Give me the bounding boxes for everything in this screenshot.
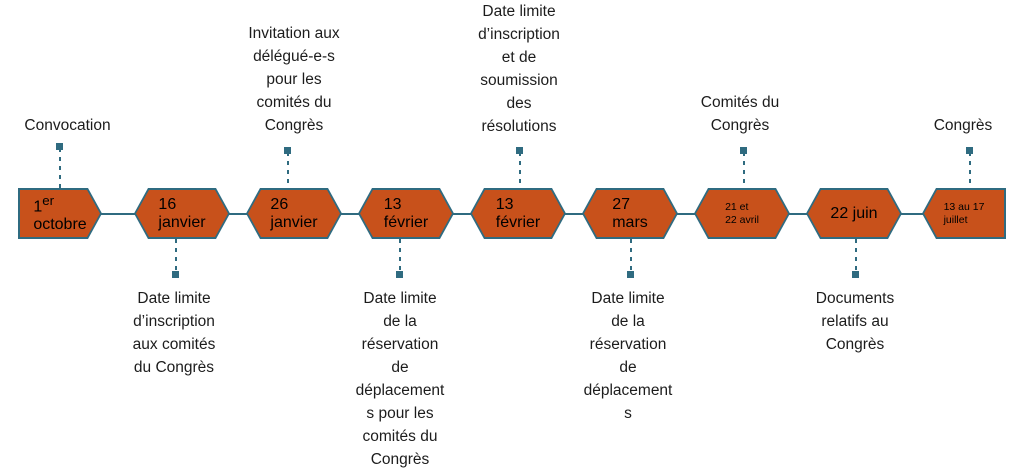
connector-cap-invitation-delegues [284,147,291,154]
connector-cap-comites-du-congres [740,147,747,154]
connector-cap-reservation-deplacements [627,271,634,278]
connector-line-comites-du-congres [743,152,745,190]
connector-cap-documents-relatifs [852,271,859,278]
caption-invitation-delegues: Invitation aux délégué-e-s pour les comi… [248,25,340,134]
caption-comites-du-congres: Comités du Congrès [700,94,780,134]
caption-reservation-deplacements: Date limite de la réservation de déplace… [583,290,673,422]
caption-congres: Congrès [933,117,993,134]
connector-cap-reservation-deplacements-comites [396,271,403,278]
connector-line-convocation [59,148,61,190]
connector-line-inscription-resolutions [519,152,521,190]
connector-line-reservation-deplacements-comites [399,239,401,275]
connector-cap-inscription-comites [172,271,179,278]
milestone-node-documents-relatifs[interactable]: 22 juin [806,188,902,239]
caption-inscription-comites: Date limite d’inscription aux comités du… [132,290,216,376]
connector-line-congres [969,152,971,190]
connector-line-reservation-deplacements [630,239,632,275]
caption-reservation-deplacements-comites: Date limite de la réservation de déplace… [355,290,445,468]
connector-cap-convocation [56,143,63,150]
ordinal-suffix: er [42,192,55,208]
caption-documents-relatifs: Documents relatifs au Congrès [815,290,895,353]
connector-line-inscription-comites [175,239,177,275]
caption-convocation: Convocation [24,117,111,134]
node-date-documents-relatifs: 22 juin [830,204,878,222]
node-fill: 22 juin [808,190,900,237]
connector-line-invitation-delegues [287,152,289,190]
caption-inscription-resolutions: Date limite d’inscription et de soumissi… [478,3,560,135]
connector-cap-inscription-resolutions [516,147,523,154]
connector-line-documents-relatifs [855,239,857,275]
connector-cap-congres [966,147,973,154]
